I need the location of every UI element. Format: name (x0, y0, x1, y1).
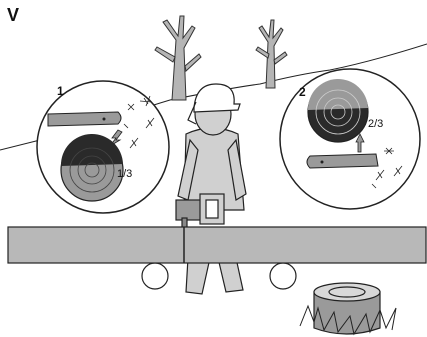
stump-icon (300, 283, 396, 334)
chainsaw-bar-icon (307, 154, 378, 168)
roller-icon (142, 263, 168, 289)
log-end-icon (61, 134, 123, 201)
tree-icon (155, 16, 201, 100)
figure-letter: V (7, 5, 19, 26)
step1-inset (37, 81, 169, 213)
step1-number: 1 (57, 84, 64, 98)
log (8, 227, 426, 263)
log-end-icon (308, 79, 368, 142)
chainsaw-bar-icon (48, 112, 121, 126)
step2-fraction: 2/3 (368, 118, 383, 130)
step1-fraction: 1/3 (117, 168, 132, 180)
step2-number: 2 (299, 85, 306, 99)
roller-icon (270, 263, 296, 289)
tree-icon (256, 20, 287, 88)
